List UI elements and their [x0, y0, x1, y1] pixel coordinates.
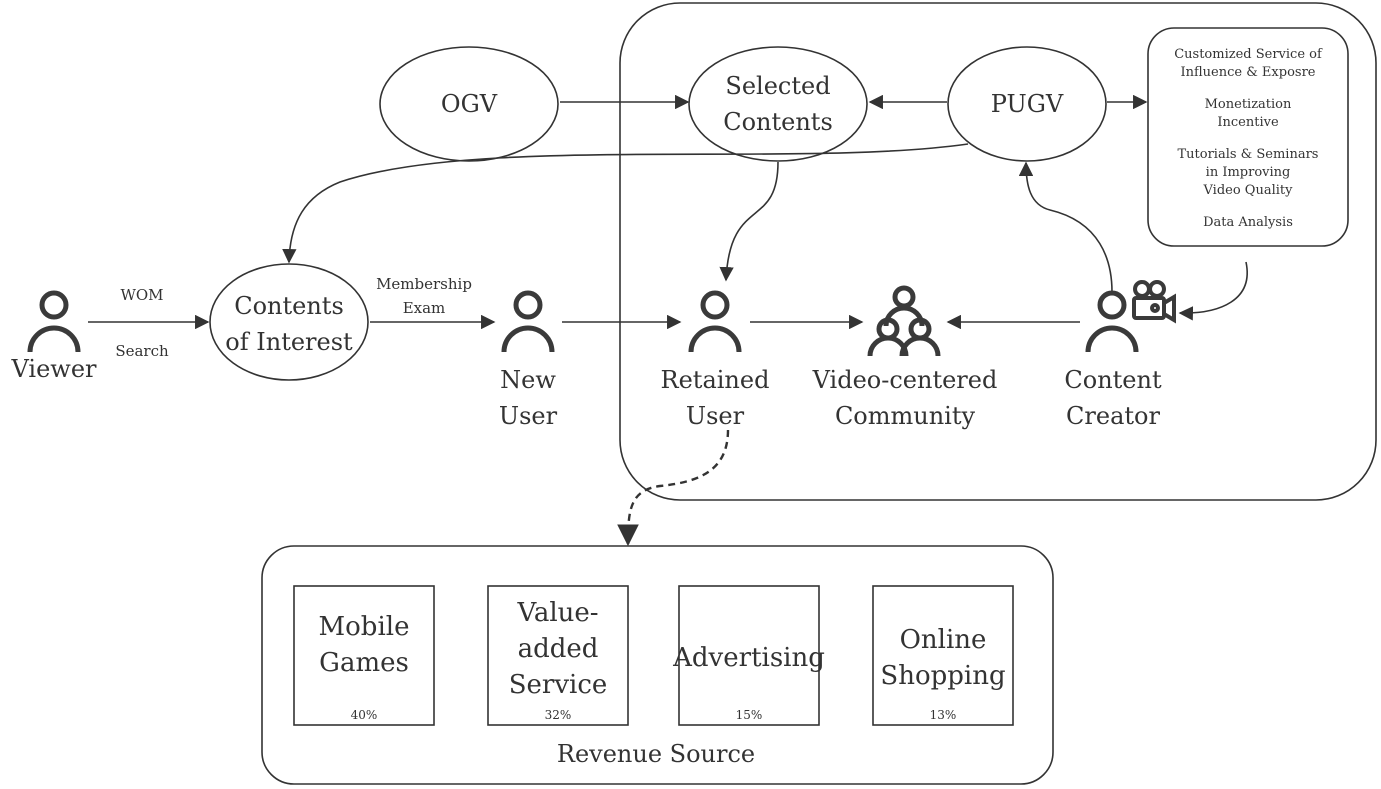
pugv-node [947, 46, 1107, 162]
new-user-label-line1: New [500, 366, 556, 394]
pugv-label: PUGV [990, 90, 1064, 118]
service-item-data-analysis: Data Analysis [1203, 215, 1293, 230]
revenue-item-label: Online Shopping [880, 625, 1006, 691]
revenue-item-share: 15% [735, 708, 763, 722]
viewer-label: Viewer [11, 355, 97, 383]
revenue-container [261, 545, 1054, 785]
new-user-label-line2: User [498, 402, 558, 430]
arrow-creator-to-pugv [1018, 161, 1113, 293]
retained-user-label-line2: User [685, 402, 745, 430]
ogv-node [379, 46, 559, 162]
selected-contents-label-line1: Selected [725, 72, 831, 100]
creator-services-list: Customized Service of Influence & Exposr… [1148, 28, 1348, 246]
revenue-box-value-added [487, 585, 629, 726]
revenue-item-share: 40% [350, 708, 378, 722]
arrow-retained-to-revenue [617, 429, 730, 547]
membership-exam-label-line1: Membership [376, 275, 472, 293]
community-label-line1: Video-centered [812, 366, 998, 394]
viewer-person-icon [27, 290, 81, 353]
retained-user-person-icon [688, 290, 742, 353]
revenue-item-share: 13% [929, 708, 957, 722]
ogv-label: OGV [440, 90, 498, 118]
wom-label: WOM [120, 286, 164, 304]
revenue-box-mobile-games [293, 585, 435, 726]
revenue-item-label: Mobile Games [318, 612, 410, 678]
community-label-line2: Community [834, 402, 976, 430]
revenue-item-label: Advertising [673, 643, 825, 673]
revenue-source-title: Revenue Source [556, 740, 756, 768]
selected-contents-label-line2: Contents [723, 108, 833, 136]
revenue-box-advertising [678, 585, 820, 726]
service-item-monetization: Monetization Incentive [1204, 97, 1292, 130]
membership-exam-label: Membership Exam [364, 272, 484, 320]
search-label: Search [115, 342, 169, 360]
service-item-tutorials: Tutorials & Seminars in Improving Video … [1177, 147, 1319, 198]
revenue-box-online-shopping [872, 585, 1014, 726]
retained-user-label-line1: Retained [660, 366, 770, 394]
content-creator-label-line1: Content [1064, 366, 1162, 394]
platform-boundary [619, 2, 1377, 501]
creator-services-box [1147, 27, 1349, 247]
content-creator-label: Content Creator [1048, 362, 1178, 434]
community-label: Video-centered Community [800, 362, 1010, 434]
new-user-person-icon [501, 290, 555, 353]
revenue-item-share: 32% [544, 708, 572, 722]
content-creator-person-icon [1085, 290, 1139, 353]
content-creator-label-line2: Creator [1066, 402, 1160, 430]
contents-of-interest-node [209, 263, 369, 381]
contents-of-interest-label: Contents of Interest [214, 288, 364, 360]
contents-of-interest-label-line2: of Interest [225, 328, 353, 356]
membership-exam-label-line2: Exam [402, 299, 446, 317]
revenue-item-label: Value- added Service [508, 598, 608, 700]
arrow-services-to-creator [1178, 261, 1248, 321]
video-camera-icon [1132, 280, 1176, 324]
service-item-influence: Customized Service of Influence & Exposr… [1174, 47, 1322, 80]
arrow-pugv-to-interest [282, 143, 969, 264]
arrow-selected-to-retained [719, 161, 779, 282]
retained-user-label: Retained User [650, 362, 780, 434]
community-group-icon [867, 285, 941, 357]
selected-contents-label: Selected Contents [700, 68, 856, 140]
new-user-label: New User [478, 362, 578, 434]
contents-of-interest-label-line1: Contents [234, 292, 344, 320]
